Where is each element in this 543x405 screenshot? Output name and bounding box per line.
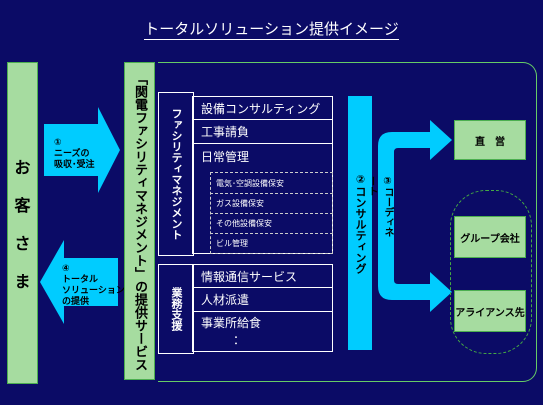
coordinate-bar	[378, 160, 394, 242]
service-frame	[158, 62, 537, 382]
support-item: 情報通信サービス	[192, 264, 333, 288]
support-item: 事業所給食	[201, 316, 262, 330]
customer-char: 客	[14, 196, 31, 215]
needs-label: ① ニーズの 吸収･受注	[54, 138, 95, 171]
sub-item: その他設備保安	[210, 213, 333, 233]
coordinate-label: ③コーディネート	[366, 176, 393, 237]
service-item: 日常管理	[201, 150, 250, 164]
solution-arrow	[40, 240, 118, 324]
solution-line1: トータル	[62, 275, 99, 285]
solution-number: ④	[62, 264, 70, 274]
alliance-box: アライアンス先	[454, 290, 526, 332]
support-item: 人材派遣	[192, 288, 333, 312]
direct-operation-box: 直 営	[454, 120, 526, 160]
sub-item: 電気･空調設備保安	[216, 178, 284, 188]
needs-arrow	[44, 107, 120, 193]
kanden-service-box: 「関電ファシリティマネジメント」の提供サービス	[124, 62, 155, 380]
partner-group-outline	[450, 190, 532, 354]
group-company-box: グループ会社	[454, 216, 526, 258]
coordinate-arrow-down	[378, 240, 452, 312]
facility-management-label: ファシリティマネジメント	[158, 92, 194, 256]
service-item: 工事請負	[192, 120, 333, 144]
solution-line3: の提供	[62, 297, 90, 307]
customer-char: お	[14, 158, 31, 177]
coordinate-arrow-up	[378, 120, 452, 162]
service-item: 設備コンサルティング	[192, 96, 333, 120]
sub-item: ビル管理	[210, 233, 333, 253]
needs-line2: 吸収･受注	[54, 160, 95, 170]
solution-line2: ソリューション	[62, 286, 125, 296]
diagram-title: トータルソリューション提供イメージ	[144, 20, 399, 40]
customer-char: さ	[14, 234, 31, 253]
support-ellipsis: ：	[233, 333, 246, 347]
needs-line1: ニーズの	[54, 149, 90, 159]
customer-box: お 客 さ ま	[7, 62, 38, 384]
solution-label: ④ トータル ソリューション の提供	[62, 264, 125, 308]
needs-number: ①	[54, 138, 62, 148]
support-item-box: 事業所給食 ：	[192, 312, 333, 352]
customer-char: ま	[14, 272, 31, 291]
consulting-bar: ②コンサルティング	[348, 96, 372, 350]
business-support-label: 業務支援	[158, 264, 194, 354]
sub-item: ガス設備保安	[210, 193, 333, 213]
